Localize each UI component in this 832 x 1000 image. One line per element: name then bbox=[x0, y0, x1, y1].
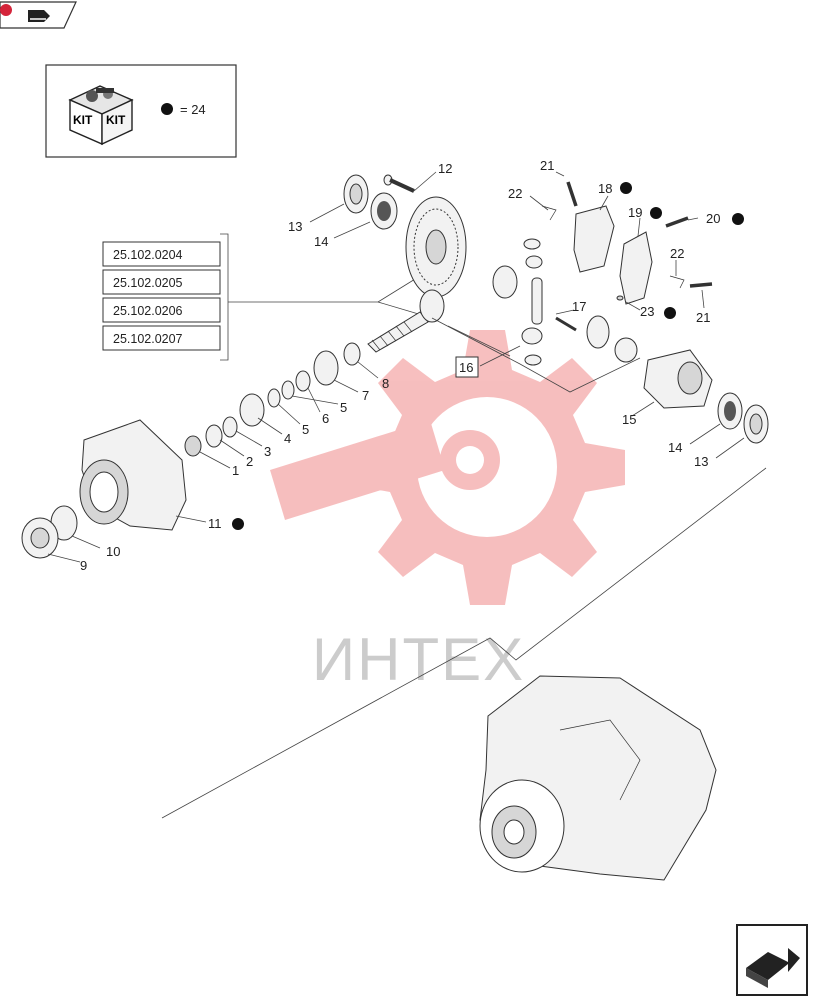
reference-item[interactable]: 25.102.0206 bbox=[113, 304, 183, 318]
housing-11 bbox=[79, 419, 187, 531]
callout-2[interactable]: 2 bbox=[246, 454, 253, 469]
callout-22[interactable]: 22 bbox=[508, 186, 522, 201]
top-nav-tab[interactable] bbox=[0, 1, 77, 29]
differential-carrier bbox=[643, 349, 713, 409]
callout-5[interactable]: 5 bbox=[302, 422, 309, 437]
reference-box[interactable] bbox=[102, 325, 221, 351]
callout-7[interactable]: 7 bbox=[362, 388, 369, 403]
kit-label-right: KIT bbox=[106, 113, 126, 127]
next-page-arrow-icon bbox=[746, 948, 800, 988]
callout-22[interactable]: 22 bbox=[670, 246, 684, 261]
reference-item[interactable]: 25.102.0207 bbox=[113, 332, 183, 346]
bearing-13-right bbox=[743, 404, 769, 444]
bearing-cap-19 bbox=[619, 231, 653, 305]
kit-dot-icon bbox=[664, 307, 676, 319]
bearing-14-top bbox=[370, 192, 398, 230]
reference-item[interactable]: 25.102.0205 bbox=[113, 276, 183, 290]
callouts: 12 13 14 1 2 3 4 5 5 6 7 8 11 10 9 16 17… bbox=[80, 158, 744, 573]
leader-lines bbox=[47, 171, 745, 563]
callout-3[interactable]: 3 bbox=[264, 444, 271, 459]
kit-dot-icon bbox=[161, 103, 173, 115]
red-marker-icon bbox=[0, 4, 12, 16]
callout-16-box bbox=[455, 356, 479, 378]
callout-13[interactable]: 13 bbox=[288, 219, 302, 234]
differential-gears bbox=[492, 238, 638, 366]
callout-21[interactable]: 21 bbox=[696, 310, 710, 325]
callout-17[interactable]: 17 bbox=[572, 299, 586, 314]
reference-box[interactable] bbox=[102, 297, 221, 323]
callout-12[interactable]: 12 bbox=[438, 161, 452, 176]
crown-wheel bbox=[405, 196, 467, 298]
callout-8[interactable]: 8 bbox=[382, 376, 389, 391]
callout-9[interactable]: 9 bbox=[80, 558, 87, 573]
spacer-stack bbox=[184, 342, 361, 457]
kit-box-icon: KIT KIT bbox=[68, 85, 134, 146]
kit-label-left: KIT bbox=[73, 113, 93, 127]
callout-10[interactable]: 10 bbox=[106, 544, 120, 559]
callout-19[interactable]: 19 bbox=[628, 205, 642, 220]
reference-box[interactable] bbox=[102, 241, 221, 267]
callout-6[interactable]: 6 bbox=[322, 411, 329, 426]
watermark-gear bbox=[270, 330, 625, 605]
kit-equals-text: = 24 bbox=[180, 102, 206, 117]
reference-item[interactable]: 25.102.0204 bbox=[113, 248, 183, 262]
book-arrow-icon bbox=[28, 10, 50, 22]
callout-4[interactable]: 4 bbox=[284, 431, 291, 446]
bearing-cap-18 bbox=[573, 205, 615, 273]
view-divider-line bbox=[161, 467, 767, 819]
reference-list: 25.102.0204 25.102.0205 25.102.0206 25.1… bbox=[102, 233, 433, 361]
callout-21[interactable]: 21 bbox=[540, 158, 554, 173]
callout-23[interactable]: 23 bbox=[640, 304, 654, 319]
callout-15[interactable]: 15 bbox=[622, 412, 636, 427]
kit-dot-icon bbox=[232, 518, 244, 530]
callout-20[interactable]: 20 bbox=[706, 211, 720, 226]
bearing-14-right bbox=[717, 392, 743, 430]
flange-9 bbox=[21, 517, 59, 559]
callout-14[interactable]: 14 bbox=[314, 234, 328, 249]
next-page-button[interactable] bbox=[736, 924, 808, 996]
kit-dot-icon bbox=[732, 213, 744, 225]
bolts-20-21 bbox=[541, 181, 713, 301]
pinion-shaft bbox=[367, 289, 445, 353]
bearing-13-top bbox=[343, 174, 369, 214]
watermark-text: ИНТЕХ bbox=[312, 626, 525, 693]
callout-11[interactable]: 11 bbox=[208, 516, 222, 531]
kit-dot-icon bbox=[650, 207, 662, 219]
callout-5[interactable]: 5 bbox=[340, 400, 347, 415]
callout-14[interactable]: 14 bbox=[668, 440, 682, 455]
callout-16[interactable]: 16 bbox=[459, 360, 473, 375]
callout-1[interactable]: 1 bbox=[232, 463, 239, 478]
kit-dot-icon bbox=[620, 182, 632, 194]
callout-13[interactable]: 13 bbox=[694, 454, 708, 469]
assembled-housing-view bbox=[479, 675, 717, 881]
reference-box[interactable] bbox=[102, 269, 221, 295]
callout-18[interactable]: 18 bbox=[598, 181, 612, 196]
bolt-12 bbox=[383, 174, 415, 193]
kit-legend: KIT KIT = 24 bbox=[45, 64, 237, 158]
